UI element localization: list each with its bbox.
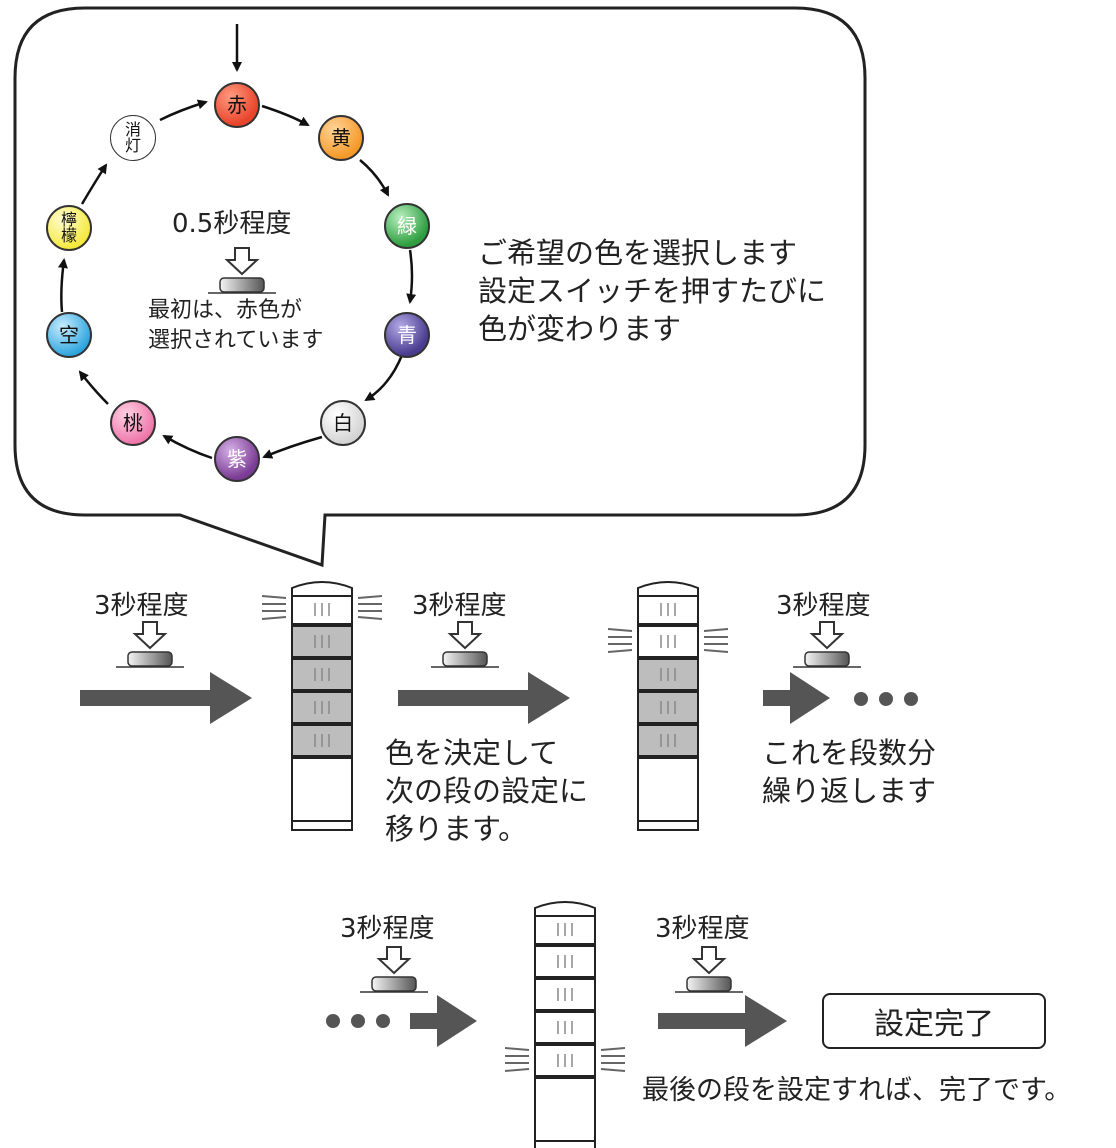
color-circle-purple: 紫: [214, 436, 260, 482]
color-circle-blue: 青: [384, 312, 430, 358]
color-circle-pink: 桃: [110, 400, 156, 446]
bubble-initial-note: 最初は、赤色が 選択されています: [148, 298, 324, 353]
switch-icon: [115, 621, 185, 668]
flow-arrow-2: [398, 672, 570, 724]
step-time-2: 3秒程度: [412, 591, 507, 621]
color-circle-lemon: 檸檬: [46, 205, 92, 251]
switch-icon: [674, 946, 744, 993]
color-circle-sky: 空: [46, 312, 92, 358]
signal-tower-3: [504, 901, 626, 1148]
complete-label: 設定完了: [874, 1007, 994, 1042]
cycle-arrows: [57, 24, 417, 460]
step-time-5: 3秒程度: [655, 914, 750, 944]
switch-icon: [792, 621, 862, 668]
complete-box: 設定完了: [822, 993, 1046, 1049]
step-time-1: 3秒程度: [94, 591, 189, 621]
color-circle-green: 緑: [384, 203, 430, 249]
flow-arrow-1: [80, 672, 252, 724]
step-time-4: 3秒程度: [340, 914, 435, 944]
flow-arrows: [80, 672, 830, 1047]
color-circle-red: 赤: [214, 82, 260, 128]
complete-note: 最後の段を設定すれば、完了です。: [642, 1075, 1072, 1106]
flow-arrow-5: [658, 995, 787, 1047]
switch-icon: [359, 946, 429, 993]
color-circle-off: 消灯: [110, 115, 156, 161]
color-circle-yellow: 黄: [318, 115, 364, 161]
color-circle-white: 白: [320, 400, 366, 446]
switch-icon: [430, 621, 500, 668]
speech-bubble: [13, 6, 867, 568]
flow-arrow-4: [410, 995, 477, 1047]
flow-arrow-3: [763, 672, 830, 724]
signal-tower-1: [261, 581, 383, 831]
ellipsis-dots: [326, 692, 918, 1028]
step-time-3: 3秒程度: [776, 591, 871, 621]
repeat-note: これを段数分 繰り返します: [762, 736, 937, 808]
bubble-time-label: 0.5秒程度: [172, 209, 292, 239]
next-step-note: 色を決定して 次の段の設定に 移ります。: [385, 736, 589, 846]
signal-tower-2: [607, 581, 729, 831]
bubble-instruction: ご希望の色を選択します 設定スイッチを押すたびに 色が変わります: [478, 236, 827, 346]
